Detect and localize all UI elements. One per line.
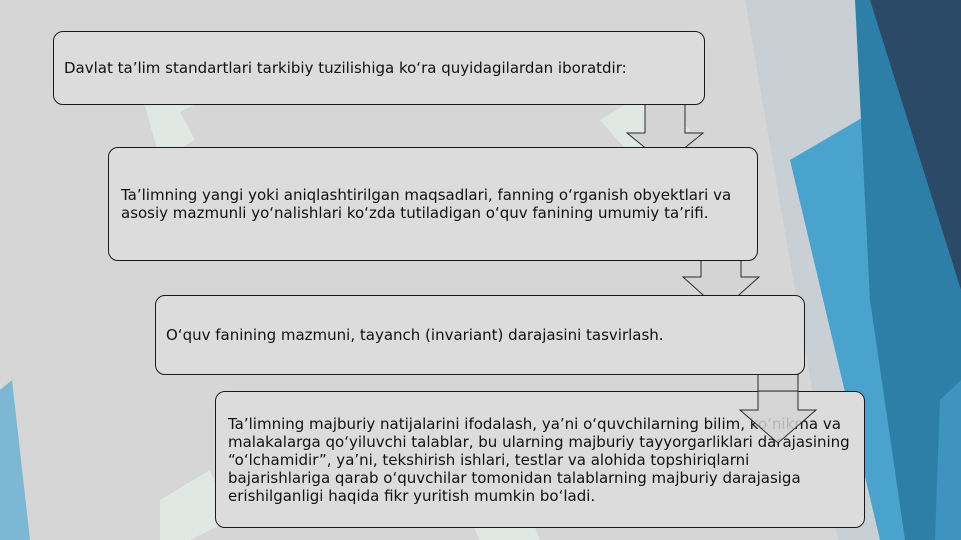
step-text-3: O‘quv fanining mazmuni, tayanch (invaria…	[166, 326, 664, 344]
step-box-1: Davlat ta’lim standartlari tarkibiy tuzi…	[53, 31, 705, 105]
down-arrow-3-overlay	[738, 390, 818, 444]
step-box-3: O‘quv fanining mazmuni, tayanch (invaria…	[155, 295, 805, 375]
right-panel-dark	[870, 0, 961, 290]
step-box-2: Ta’limning yangi yoki aniqlashtirilgan m…	[108, 147, 758, 261]
step-text-1: Davlat ta’lim standartlari tarkibiy tuzi…	[64, 59, 627, 77]
right-panel-corner	[935, 380, 961, 540]
left-panel-accent	[0, 380, 30, 540]
step-text-2: Ta’limning yangi yoki aniqlashtirilgan m…	[121, 186, 732, 222]
step-text-4: Ta’limning majburiy natijalarini ifodala…	[228, 414, 850, 505]
